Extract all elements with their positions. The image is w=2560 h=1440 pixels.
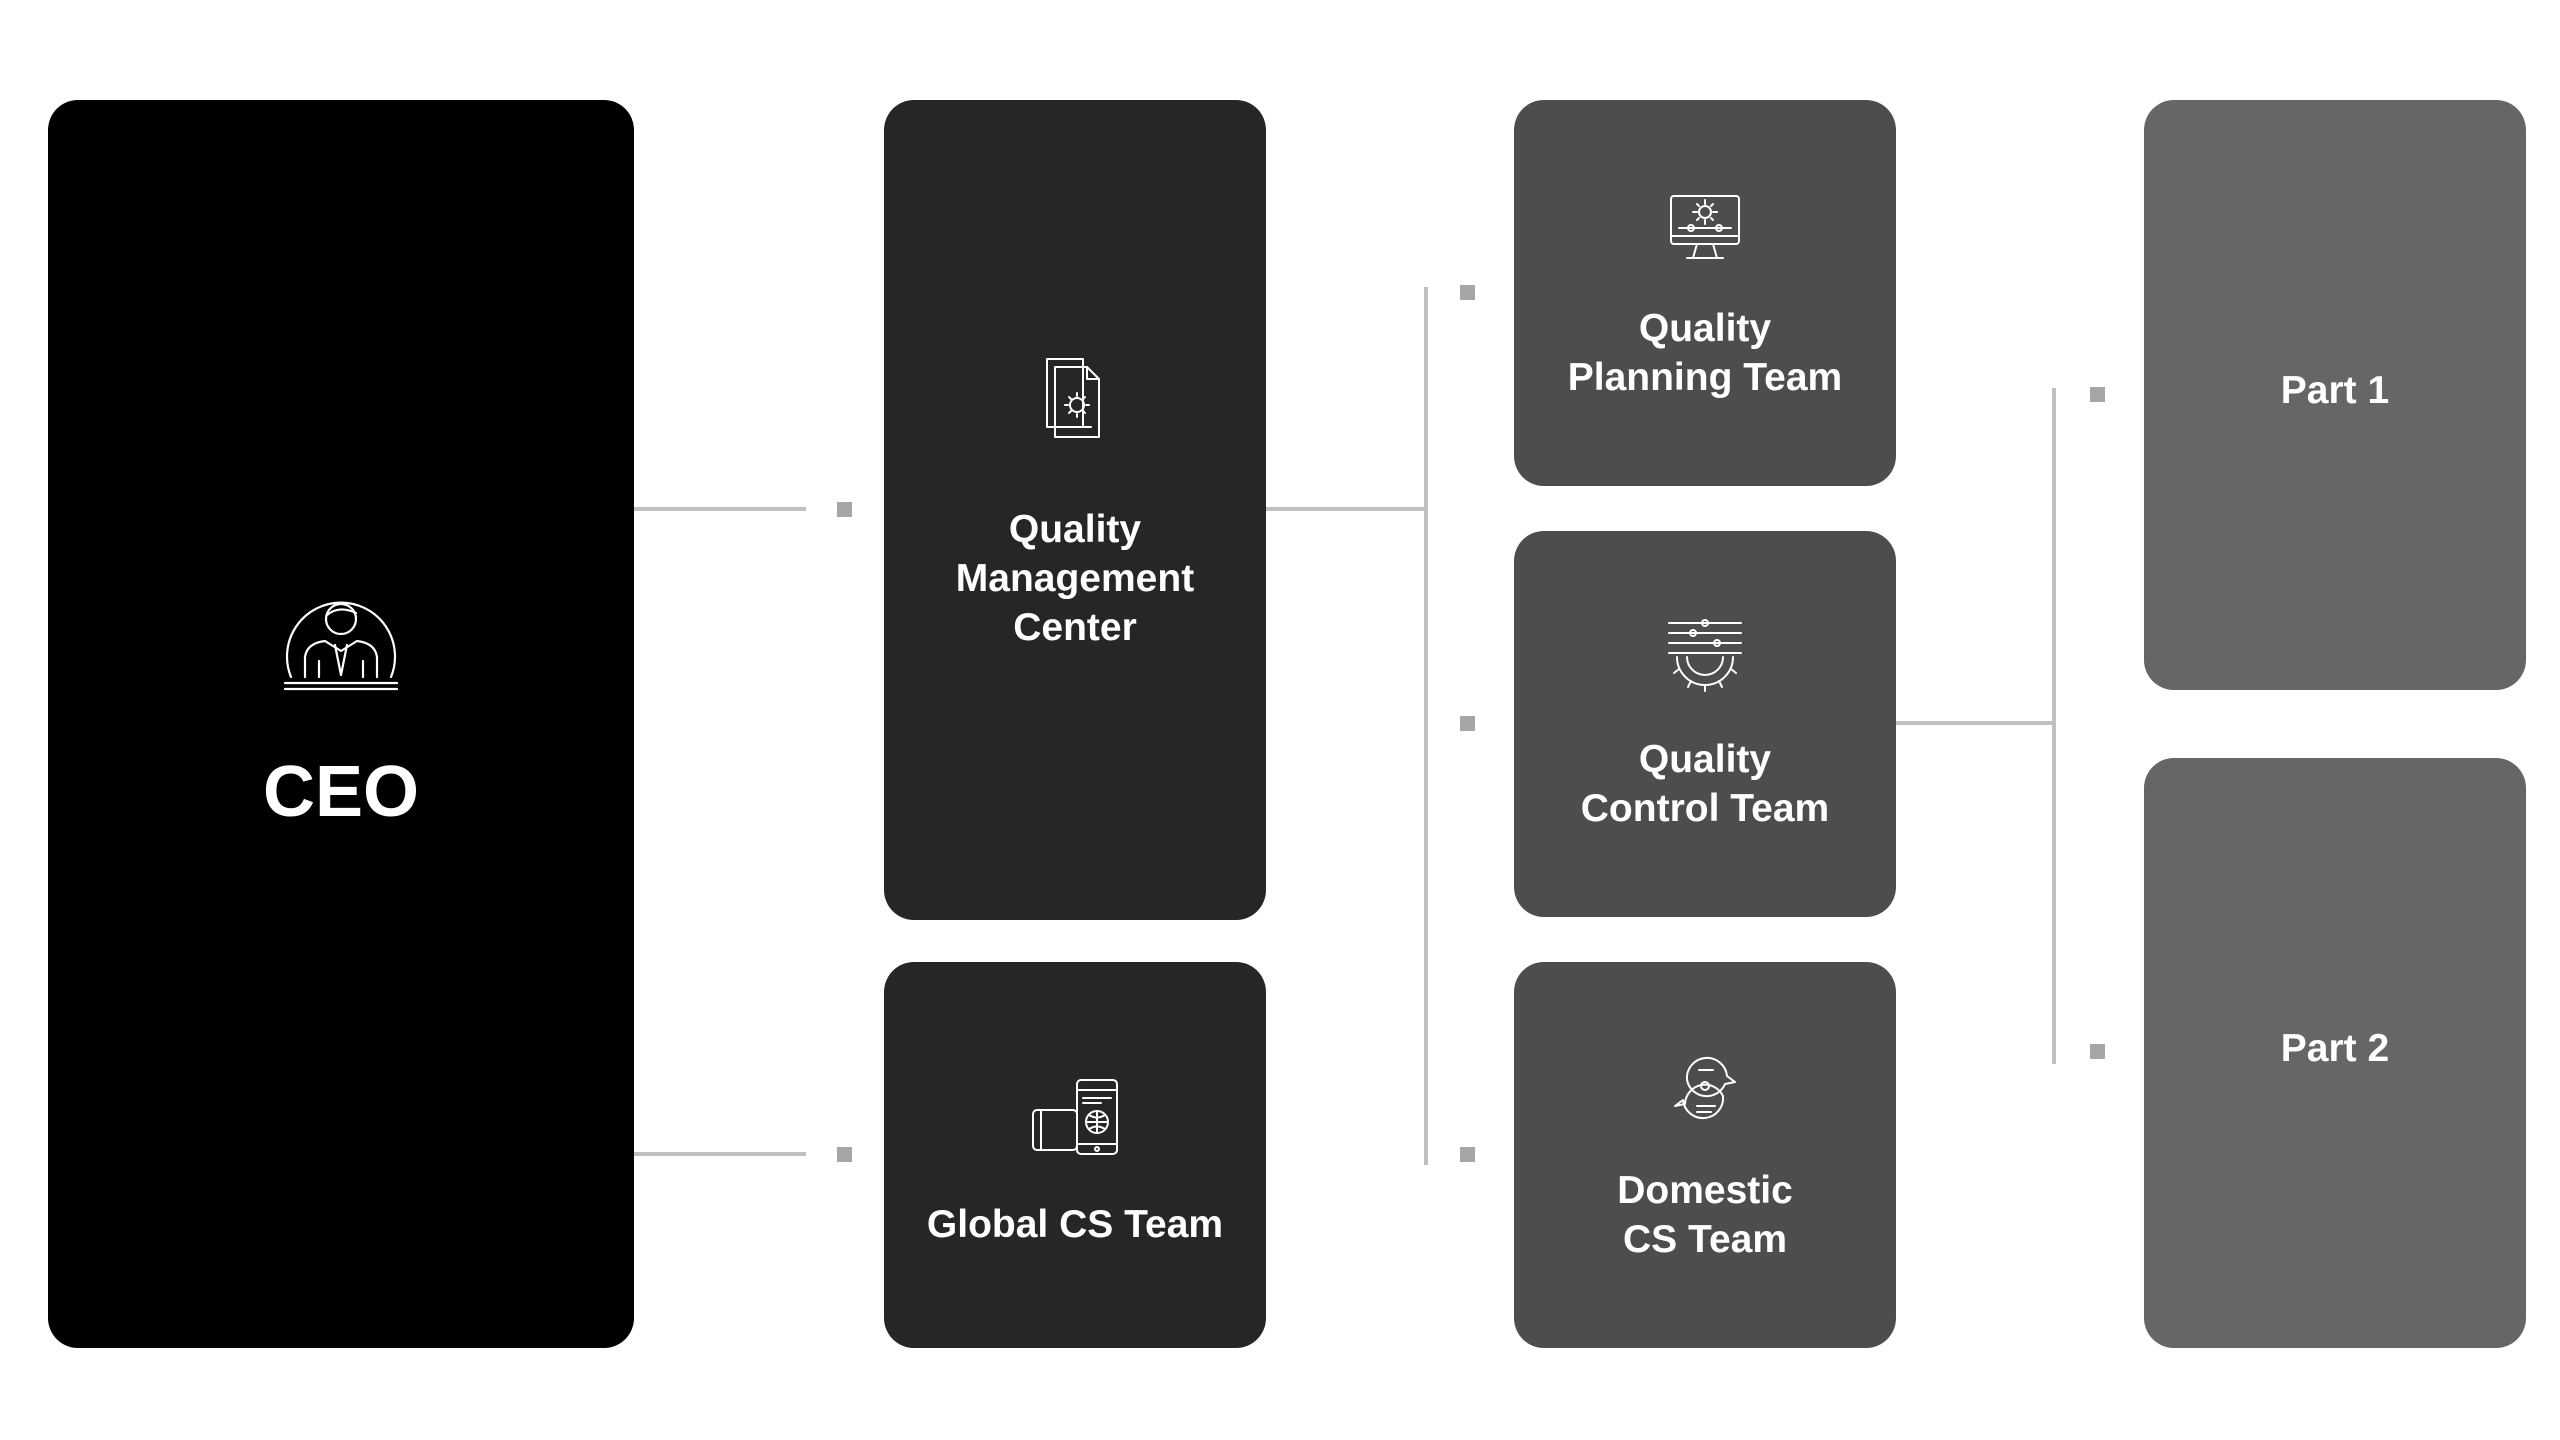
- connector-qct-stem: [1894, 721, 2054, 725]
- connector-ceo-qmc: [634, 507, 806, 511]
- connector-qmc-vertical: [1424, 287, 1428, 1165]
- speech-bubbles-icon: [1674, 1056, 1736, 1120]
- connector-ceo-gcs: [634, 1152, 806, 1156]
- domestic-cs-team-label: Domestic CS Team: [1617, 1169, 1793, 1261]
- quality-control-team-label: Quality Control Team: [1580, 738, 1830, 830]
- monitor-gear-icon: [1670, 195, 1740, 259]
- global-cs-team-card: Global CS Team: [884, 962, 1266, 1348]
- sliders-gear-icon: [1668, 619, 1742, 692]
- part-2-card: Part 2: [2144, 758, 2526, 1348]
- quality-planning-team-card: Quality Planning Team: [1514, 100, 1896, 486]
- part-2-label: Part 2: [2280, 1027, 2390, 1070]
- quality-planning-team-label: Quality Planning Team: [1567, 307, 1843, 399]
- connector-qct-vertical: [2052, 388, 2056, 1064]
- marker-qct: [1460, 716, 1475, 731]
- part-1-card: Part 1: [2144, 100, 2526, 690]
- marker-part1: [2090, 387, 2105, 402]
- marker-dcs: [1460, 1147, 1475, 1162]
- quality-control-team-card: Quality Control Team: [1514, 531, 1896, 917]
- person-icon: [283, 601, 399, 691]
- quality-management-center-label: Quality Management Center: [955, 507, 1195, 649]
- marker-qpt: [1460, 285, 1475, 300]
- document-gear-icon: [1046, 357, 1100, 438]
- global-cs-team-label: Global CS Team: [926, 1202, 1224, 1246]
- marker-part2: [2090, 1044, 2105, 1059]
- connector-qmc-stem: [1264, 507, 1426, 511]
- quality-management-center-card: Quality Management Center: [884, 100, 1266, 920]
- ceo-card: CEO: [48, 100, 634, 1348]
- marker-gcs: [837, 1147, 852, 1162]
- ceo-label: CEO: [262, 752, 420, 832]
- part-1-label: Part 1: [2280, 369, 2390, 412]
- domestic-cs-team-card: Domestic CS Team: [1514, 962, 1896, 1348]
- marker-qmc: [837, 502, 852, 517]
- devices-globe-icon: [1032, 1078, 1118, 1155]
